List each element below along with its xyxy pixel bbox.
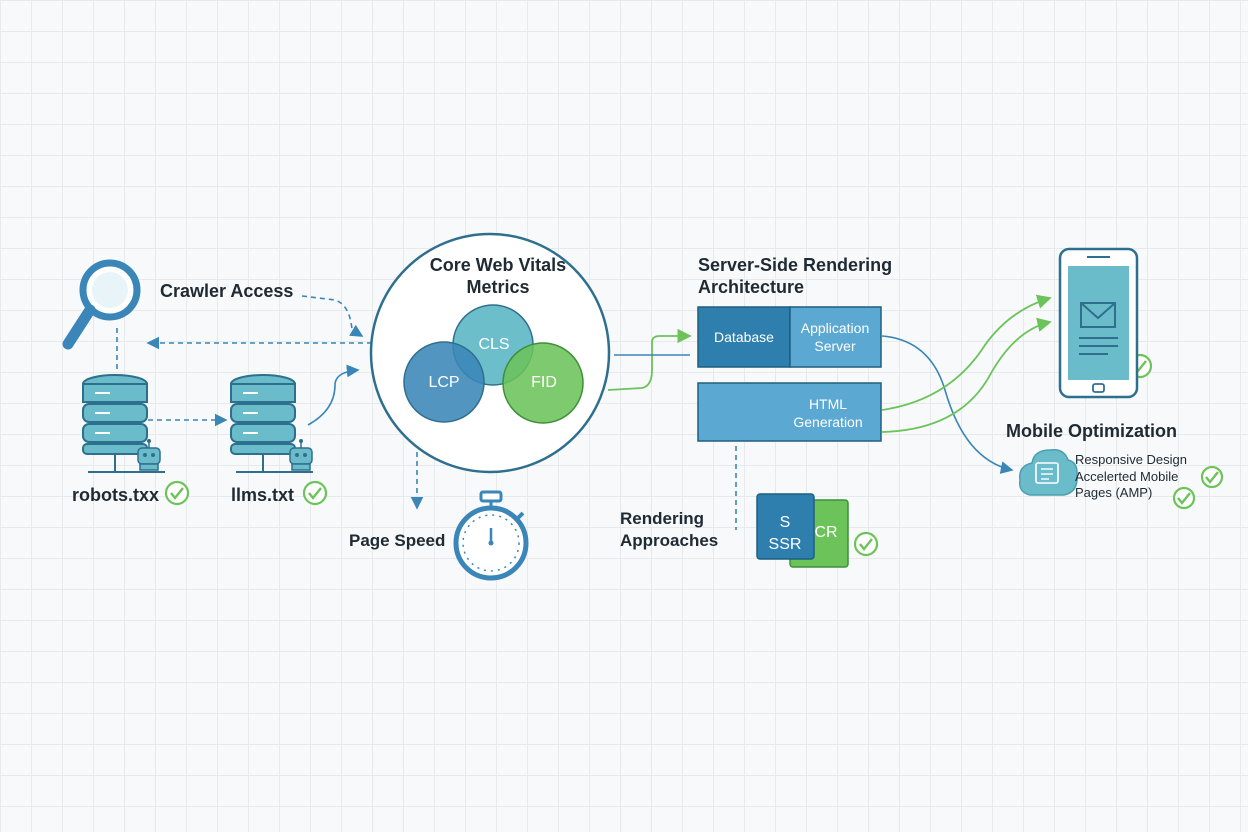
robots-label: robots.txx [72, 485, 160, 505]
html-generation-box [697, 382, 882, 442]
csr-card-label: CR [814, 524, 838, 541]
application-server-box [789, 306, 882, 368]
html-to-phone-connector-1 [881, 294, 1052, 411]
robots-check-icon [164, 480, 190, 506]
ssr-card-label: S SSR [768, 514, 802, 553]
crawler-access-title: Crawler Access [160, 281, 294, 301]
llms-check-icon [302, 480, 328, 506]
lcp-label: LCP [428, 374, 460, 391]
mobile-title: Mobile Optimization [1006, 421, 1177, 441]
ssr-card [756, 493, 815, 560]
crawler-to-vitals-connector [301, 295, 364, 337]
vitals-to-database-connector [607, 328, 692, 391]
fid-circle [502, 342, 584, 424]
rendering-check-icon [853, 531, 879, 557]
database-box [697, 306, 791, 368]
rendering-title: Rendering Approaches [620, 509, 719, 550]
fid-label: FID [531, 374, 557, 391]
html-generation-label: HTML Generation [793, 396, 863, 430]
responsive-check-icon [1200, 465, 1224, 489]
amp-label: Accelerted Mobile Pages (AMP) [1075, 469, 1179, 500]
robot-icon [137, 439, 161, 471]
lcp-circle [403, 341, 485, 423]
robot-icon [289, 439, 313, 471]
server-to-mobile-connector [881, 335, 1014, 474]
page-speed-label: Page Speed [349, 531, 446, 550]
cls-label: CLS [478, 336, 510, 353]
html-to-phone-connector-2 [881, 317, 1052, 433]
amp-check-icon [1172, 486, 1196, 510]
ssr-title: Server-Side Rendering Architecture [698, 255, 893, 297]
database-label: Database [714, 329, 774, 345]
llms-to-vitals-connector [307, 364, 360, 426]
responsive-design-label: Responsive Design [1075, 452, 1188, 467]
envelope-icon [1080, 302, 1116, 328]
application-server-label: Application Server [800, 320, 870, 354]
llms-label: llms.txt [231, 485, 295, 505]
vitals-title: Core Web Vitals Metrics [429, 255, 567, 297]
